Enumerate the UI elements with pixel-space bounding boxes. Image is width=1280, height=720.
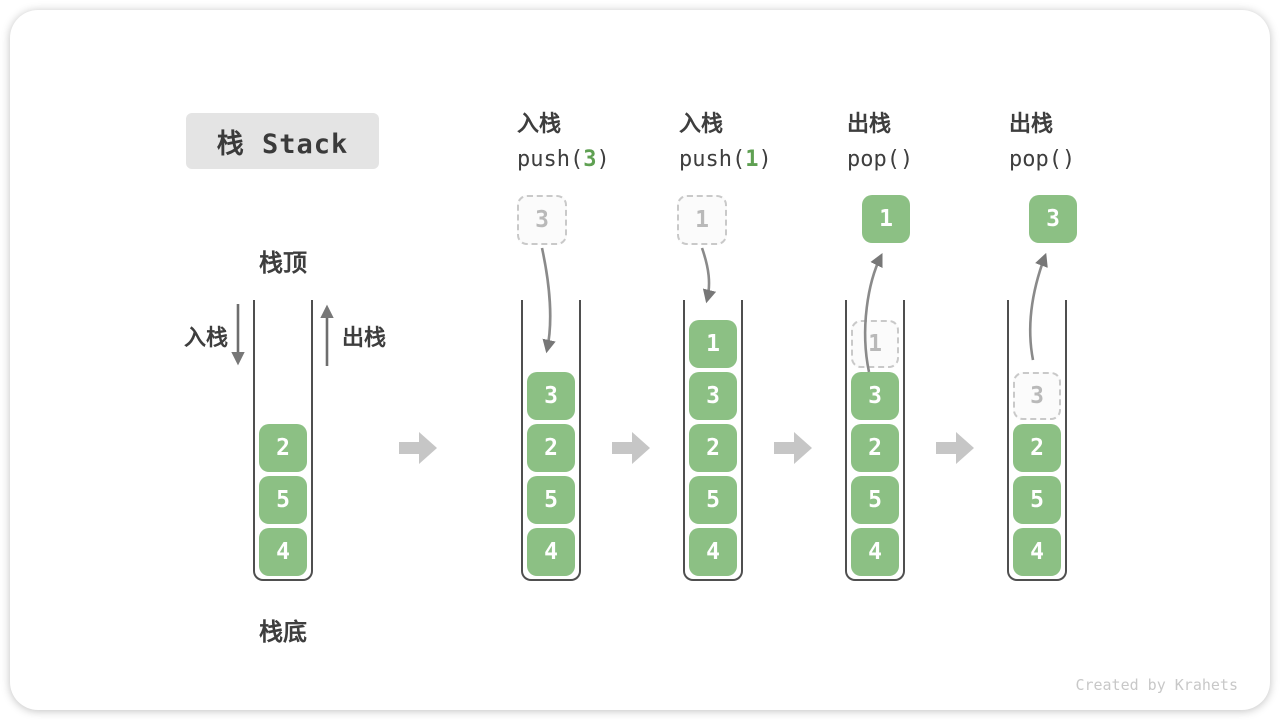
stack-item: 5 <box>1013 476 1061 524</box>
watermark: Created by Krahets <box>1075 676 1238 694</box>
code-pre: pop( <box>847 147 900 172</box>
floating-item-popped-3: 3 <box>1029 195 1077 243</box>
stack-top-label: 栈顶 <box>259 250 307 277</box>
op-code: pop() <box>1009 147 1075 172</box>
diagram-title: 栈 Stack <box>186 113 379 169</box>
stack-item: 2 <box>259 424 307 472</box>
stack-column-after-pop-3: 3 2 5 4 <box>1007 300 1067 581</box>
code-post: ) <box>1061 147 1076 172</box>
code-post: ) <box>899 147 914 172</box>
stack-item: 1 <box>689 320 737 368</box>
code-post: ) <box>758 147 772 172</box>
op-action: 出栈 <box>847 111 892 136</box>
code-pre: push( <box>517 147 584 172</box>
code-arg: 3 <box>583 147 597 172</box>
code-pre: push( <box>679 147 746 172</box>
op-label-push-3: 入栈 push(3) <box>517 106 610 172</box>
stack-item-removed: 1 <box>851 320 899 368</box>
floating-item-popped-1: 1 <box>862 195 910 243</box>
stack-item-removed: 3 <box>1013 372 1061 420</box>
stack-column-after-pop-1: 1 3 2 5 4 <box>845 300 905 581</box>
stack-item: 4 <box>851 528 899 576</box>
stack-item: 4 <box>527 528 575 576</box>
floating-item-push-1: 1 <box>677 195 727 245</box>
stack-item: 2 <box>689 424 737 472</box>
stack-item: 3 <box>527 372 575 420</box>
code-pre: pop( <box>1009 147 1062 172</box>
op-label-push-1: 入栈 push(1) <box>679 106 772 172</box>
push-side-label: 入栈 <box>183 325 228 350</box>
op-code: pop() <box>847 147 913 172</box>
stack-item: 4 <box>1013 528 1061 576</box>
stack-item: 3 <box>851 372 899 420</box>
code-post: ) <box>596 147 610 172</box>
stack-item: 4 <box>259 528 307 576</box>
op-label-pop-second: 出栈 pop() <box>1009 106 1075 172</box>
stack-item: 2 <box>527 424 575 472</box>
stack-column-after-push-3: 3 2 5 4 <box>521 300 581 581</box>
stack-item: 5 <box>527 476 575 524</box>
stack-bottom-label: 栈底 <box>259 619 307 646</box>
stack-item: 4 <box>689 528 737 576</box>
pop-side-label: 出栈 <box>342 325 387 350</box>
stack-item: 5 <box>259 476 307 524</box>
stack-item: 2 <box>851 424 899 472</box>
op-action: 出栈 <box>1009 111 1054 136</box>
floating-item-push-3: 3 <box>517 195 567 245</box>
code-arg: 1 <box>745 147 759 172</box>
stack-item: 5 <box>851 476 899 524</box>
stack-column-after-push-1: 1 3 2 5 4 <box>683 300 743 581</box>
op-action: 入栈 <box>679 111 724 136</box>
stack-item: 3 <box>689 372 737 420</box>
op-code: push(1) <box>679 147 772 172</box>
stack-item: 5 <box>689 476 737 524</box>
op-label-pop-first: 出栈 pop() <box>847 106 913 172</box>
op-action: 入栈 <box>517 111 562 136</box>
op-code: push(3) <box>517 147 610 172</box>
stack-column-initial: 2 5 4 <box>253 300 313 581</box>
stack-item: 2 <box>1013 424 1061 472</box>
